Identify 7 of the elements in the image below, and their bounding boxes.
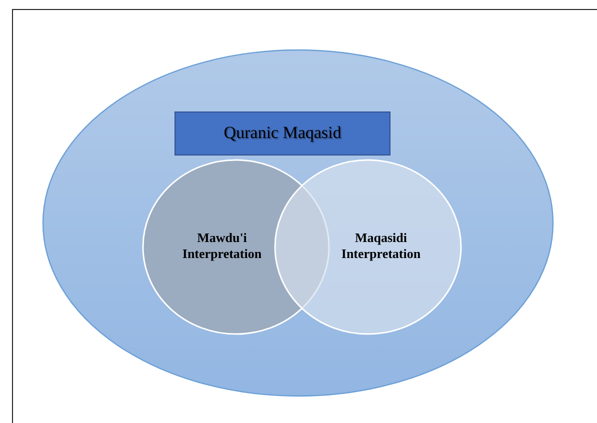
- circle-label: Maqasidi Interpretation: [340, 230, 422, 262]
- venn-circle: [275, 160, 461, 334]
- box-title: Quranic Maqasid: [222, 122, 342, 144]
- circle-label: Mawdu'i Interpretation: [181, 230, 263, 262]
- title-box: [175, 112, 390, 155]
- outer-ellipse: [43, 50, 553, 396]
- venn-circle: [143, 160, 329, 334]
